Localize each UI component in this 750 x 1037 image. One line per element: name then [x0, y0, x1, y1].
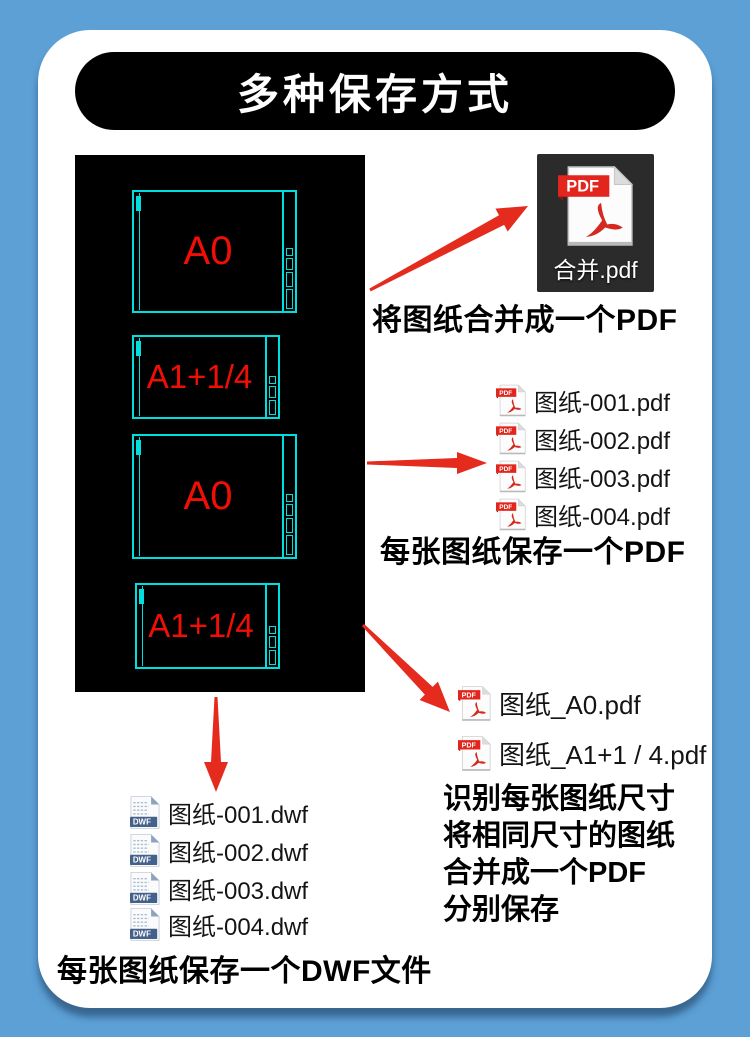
dwf-file-icon: [130, 833, 160, 868]
drawing-title-block: [265, 337, 278, 417]
drawing-title-block: [282, 192, 295, 311]
desc-line: 分别保存: [443, 894, 560, 926]
file-item-dwf-1: 图纸-001.dwf: [130, 795, 308, 830]
drawing-title-block: [282, 436, 295, 557]
cad-preview-panel: A0 A1+1/4 A0 A1+1/4: [75, 155, 365, 692]
file-item-pdf-a0: 图纸_A0.pdf: [458, 684, 641, 723]
drawing-margin-line: [136, 338, 141, 416]
desc-line: 将相同尺寸的图纸: [443, 820, 676, 852]
pdf-file-icon: [496, 421, 526, 456]
file-name: 图纸-003.pdf: [534, 466, 671, 493]
pdf-file-icon: [558, 165, 634, 247]
file-name: 图纸_A0.pdf: [499, 690, 641, 720]
file-item-dwf-2: 图纸-002.dwf: [130, 833, 308, 868]
title-banner: 多种保存方式: [75, 52, 675, 130]
drawing-margin-line: [136, 437, 141, 556]
cad-drawing-frame-a0-2: A0: [132, 434, 297, 559]
file-name: 图纸-002.dwf: [168, 840, 309, 867]
drawing-size-label: A1+1/4: [146, 358, 253, 395]
file-item-pdf-1: 图纸-001.pdf: [496, 383, 670, 418]
drawing-size-label: A1+1/4: [148, 607, 254, 644]
file-item-pdf-a1: 图纸_A1+1 / 4.pdf: [458, 734, 706, 773]
file-item-pdf-4: 图纸-004.pdf: [496, 497, 670, 532]
dwf-file-icon: [130, 871, 160, 906]
cad-drawing-frame-a0-1: A0: [132, 190, 297, 313]
cad-drawing-frame-a1-1: A1+1/4: [132, 335, 280, 419]
cad-drawing-frame-a1-2: A1+1/4: [135, 583, 280, 669]
pdf-file-icon: [458, 684, 491, 723]
file-name: 图纸-001.dwf: [168, 802, 309, 829]
caption-one-pdf-per-sheet: 每张图纸保存一个PDF: [380, 536, 686, 569]
file-name: 图纸-002.pdf: [534, 428, 671, 455]
pdf-file-icon: [496, 459, 526, 494]
drawing-size-label: A0: [183, 229, 233, 273]
pdf-file-icon: [496, 383, 526, 418]
file-name: 图纸-003.dwf: [168, 878, 309, 905]
desc-line: 识别每张图纸尺寸: [443, 783, 676, 815]
drawing-title-block: [265, 585, 278, 667]
merged-pdf-file-name: 合并.pdf: [553, 257, 638, 283]
caption-one-dwf-per-sheet: 每张图纸保存一个DWF文件: [57, 955, 432, 988]
file-name: 图纸-004.pdf: [534, 504, 671, 531]
by-size-description: 识别每张图纸尺寸 将相同尺寸的图纸 合并成一个PDF 分别保存: [443, 781, 675, 929]
page-title: 多种保存方式: [236, 70, 513, 118]
file-name: 图纸-001.pdf: [534, 390, 671, 417]
pdf-file-icon: [458, 734, 491, 773]
file-item-pdf-3: 图纸-003.pdf: [496, 459, 670, 494]
file-name: 图纸_A1+1 / 4.pdf: [499, 740, 707, 770]
file-item-dwf-4: 图纸-004.dwf: [130, 907, 308, 942]
dwf-file-icon: [130, 795, 160, 830]
file-item-dwf-3: 图纸-003.dwf: [130, 871, 308, 906]
drawing-margin-line: [139, 586, 144, 666]
caption-merge-to-one-pdf: 将图纸合并成一个PDF: [372, 304, 678, 337]
drawing-margin-line: [136, 193, 141, 310]
dwf-file-icon: [130, 907, 160, 942]
file-name: 图纸-004.dwf: [168, 914, 309, 941]
file-item-pdf-2: 图纸-002.pdf: [496, 421, 670, 456]
desc-line: 合并成一个PDF: [443, 857, 647, 889]
drawing-size-label: A0: [183, 474, 233, 518]
merged-pdf-desktop-tile: 合并.pdf: [537, 154, 654, 292]
